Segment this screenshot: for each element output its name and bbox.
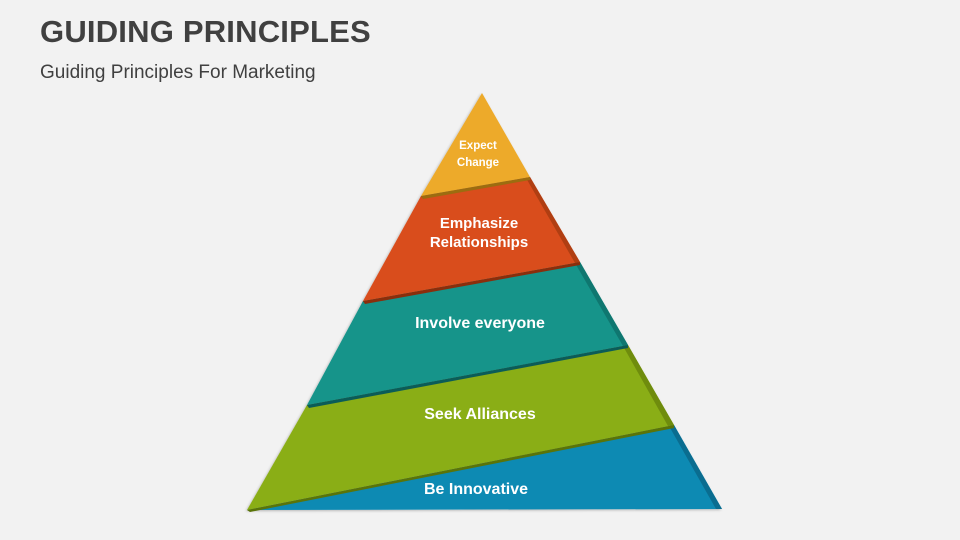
pyramid-level-seek-alliances: Seek Alliances — [247, 345, 674, 512]
level-label-relationships: Relationships — [430, 234, 528, 251]
level-label-change: Change — [457, 157, 499, 169]
level-label-seek-alliances: Seek Alliances — [424, 406, 536, 423]
level-label-involve-everyone: Involve everyone — [415, 315, 545, 332]
level-label-emphasize: Emphasize — [440, 215, 518, 232]
slide-title: GUIDING PRINCIPLES — [40, 14, 371, 49]
pyramid-level-expect-change: Expect Change — [421, 93, 530, 199]
slide-subtitle: Guiding Principles For Marketing — [40, 62, 316, 83]
level-label-expect: Expect — [459, 140, 497, 152]
level-label-be-innovative: Be Innovative — [424, 481, 528, 498]
pyramid-level-emphasize-relationships: Emphasize Relationships — [363, 177, 580, 304]
